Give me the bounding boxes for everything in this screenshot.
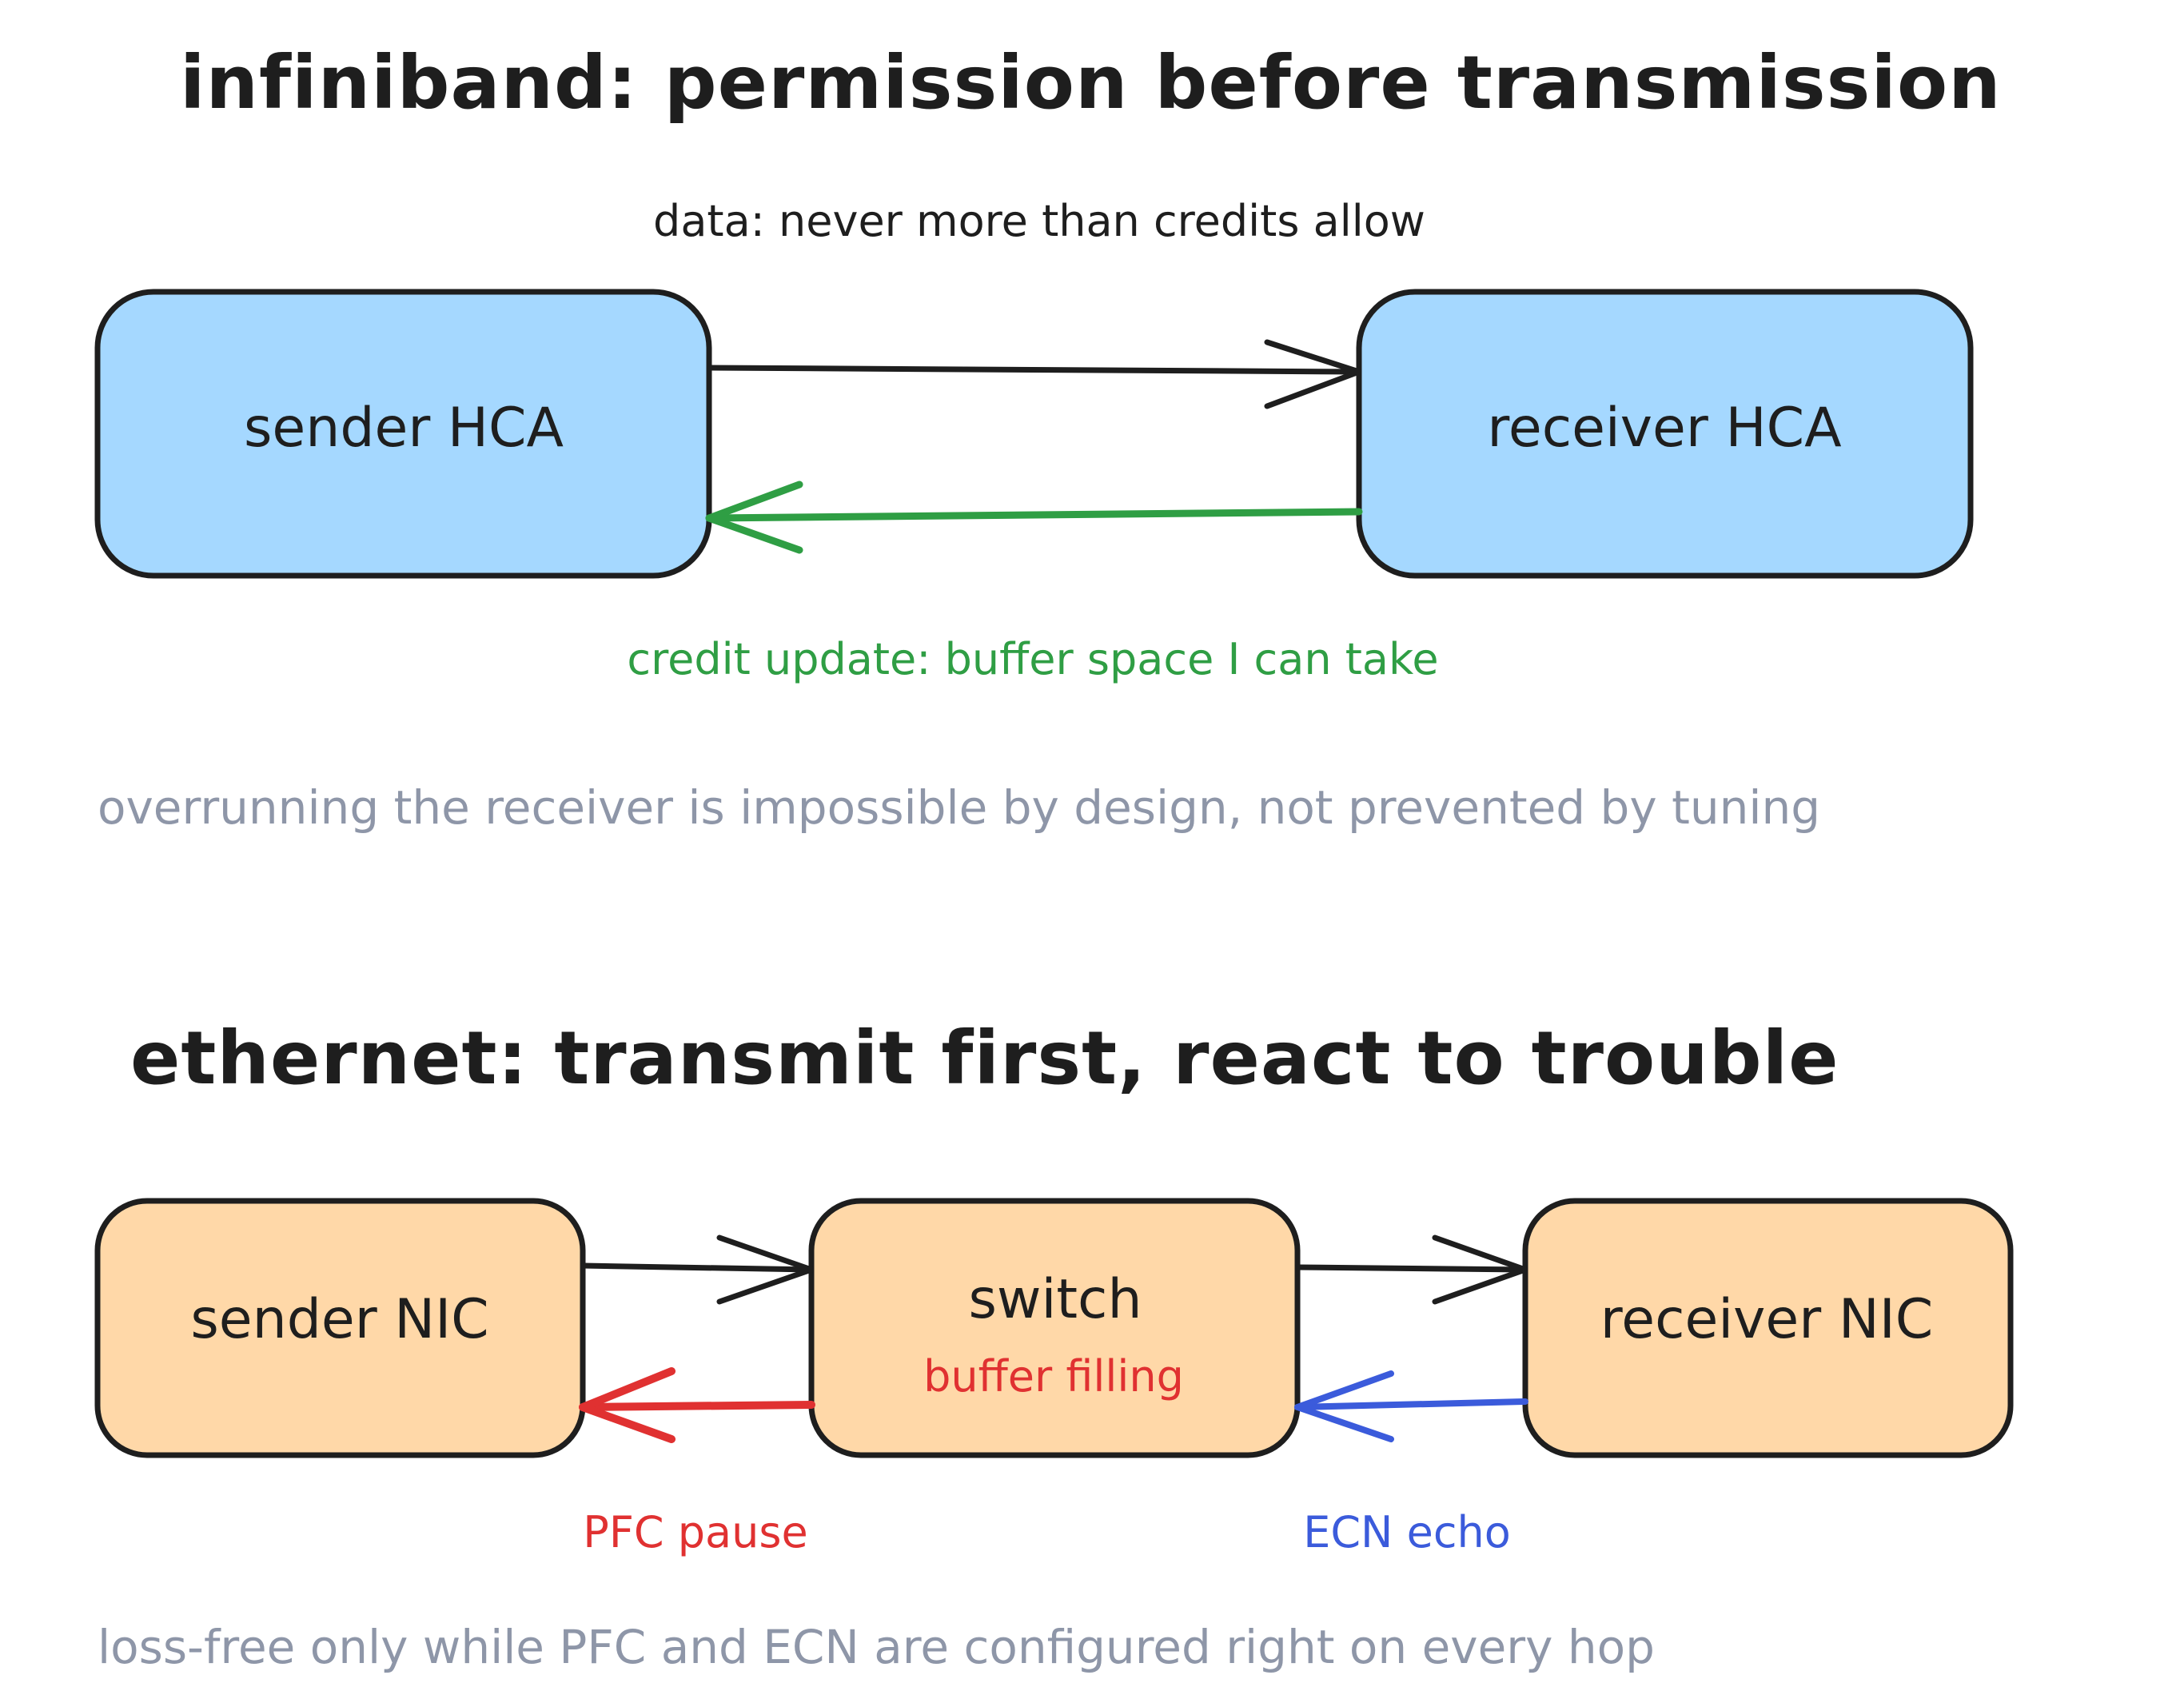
pfc-pause-arrow <box>579 1367 815 1443</box>
infiniband-note: overrunning the receiver is impossible b… <box>98 780 1820 835</box>
sender-hca-node: sender HCA <box>94 289 712 579</box>
switch-node: switch buffer filling <box>808 1198 1301 1458</box>
switch-label: switch <box>968 1268 1142 1331</box>
sender-nic-node: sender NIC <box>94 1198 586 1458</box>
receiver-hca-node: receiver HCA <box>1356 289 1974 579</box>
receiver-nic-label: receiver NIC <box>1600 1288 1933 1351</box>
receiver-nic-node: receiver NIC <box>1522 1198 2014 1458</box>
receiver-hca-box <box>1356 289 1974 579</box>
switch-box <box>808 1198 1301 1458</box>
ethernet-note: loss-free only while PFC and ECN are con… <box>98 1620 1655 1674</box>
ethernet-title: ethernet: transmit first, react to troub… <box>130 1015 1839 1101</box>
sender-nic-box <box>94 1198 586 1458</box>
sender-hca-label: sender HCA <box>244 397 564 460</box>
credit-arrow <box>705 481 1363 554</box>
data-arrow <box>706 339 1362 409</box>
switch-status-label: buffer filling <box>923 1351 1184 1402</box>
data-flow-label: data: never more than credits allow <box>653 196 1425 246</box>
forward-arrow-sender-to-switch <box>580 1234 815 1305</box>
forward-arrow-switch-to-receiver <box>1294 1234 1528 1305</box>
credit-update-label: credit update: buffer space I can take <box>627 634 1438 684</box>
receiver-nic-box <box>1522 1198 2014 1458</box>
pfc-pause-label: PFC pause <box>583 1507 807 1557</box>
sender-nic-label: sender NIC <box>190 1288 488 1351</box>
receiver-hca-label: receiver HCA <box>1487 397 1841 460</box>
ecn-echo-label: ECN echo <box>1303 1507 1511 1557</box>
sender-hca-box <box>94 289 712 579</box>
infiniband-title: infiniband: permission before transmissi… <box>180 40 2002 126</box>
ecn-echo-arrow <box>1294 1370 1528 1442</box>
